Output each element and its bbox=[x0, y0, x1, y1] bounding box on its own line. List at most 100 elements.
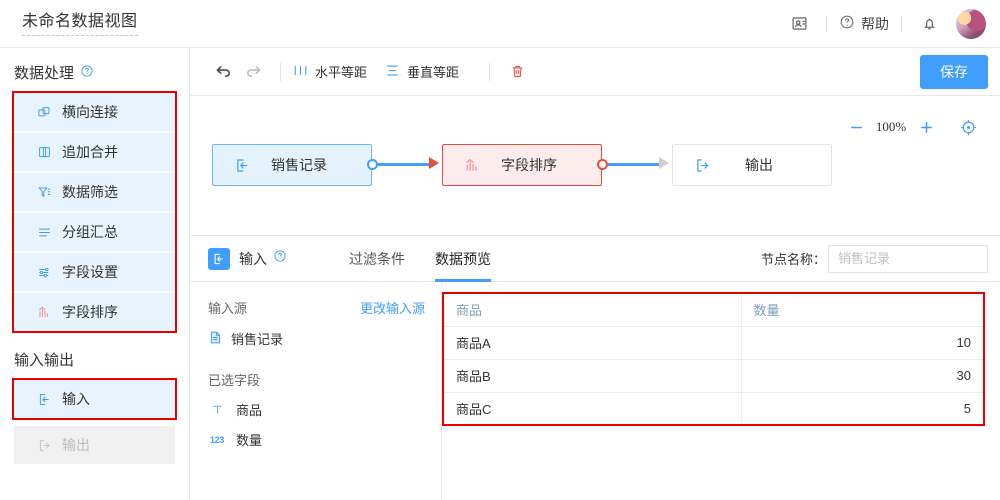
node-detail-panel: 输入 过滤条件 数据预览 节点名称： 输入源 更改输入 bbox=[190, 236, 1000, 500]
table-cell-product: 商品B bbox=[443, 359, 742, 393]
vertical-distribute-button[interactable]: 垂直等距 bbox=[385, 62, 459, 81]
panel-header: 输入 过滤条件 数据预览 节点名称： bbox=[190, 236, 1000, 282]
table-cell-quantity: 30 bbox=[741, 359, 984, 393]
page-title[interactable]: 未命名数据视图 bbox=[22, 12, 138, 36]
table-cell-quantity: 10 bbox=[741, 326, 984, 360]
input-source-item[interactable]: 销售记录 bbox=[208, 329, 425, 348]
field-settings-icon bbox=[36, 264, 52, 280]
selected-field-item[interactable]: 123 数量 bbox=[208, 430, 425, 449]
node-output-port-2[interactable] bbox=[597, 159, 608, 170]
left-sidebar: 数据处理 横向连接 bbox=[0, 48, 190, 500]
flow-node-label: 字段排序 bbox=[501, 157, 557, 173]
sidebar-section-title-label: 数据处理 bbox=[14, 65, 75, 82]
bell-icon[interactable] bbox=[914, 9, 944, 39]
import-icon bbox=[208, 247, 230, 270]
vertical-distribute-label: 垂直等距 bbox=[407, 65, 460, 80]
change-input-source-link[interactable]: 更改输入源 bbox=[359, 301, 425, 316]
node-output-port-1[interactable] bbox=[367, 159, 378, 170]
selected-fields-label: 已选字段 bbox=[208, 373, 261, 388]
file-icon bbox=[208, 330, 223, 348]
sidebar-section-data-processing: 数据处理 bbox=[0, 62, 189, 83]
app-header: 未命名数据视图 帮助 bbox=[0, 0, 1000, 48]
sidebar-item-label: 字段排序 bbox=[62, 304, 118, 320]
sidebar-item-data-filter[interactable]: 数据筛选 bbox=[14, 173, 175, 211]
flow-node-field-sort[interactable]: 字段排序 bbox=[442, 144, 602, 186]
question-circle-icon[interactable] bbox=[273, 249, 287, 268]
zoom-in-button[interactable] bbox=[913, 114, 939, 140]
export-icon bbox=[36, 437, 52, 453]
panel-title: 输入 bbox=[239, 250, 267, 267]
horizontal-distribute-button[interactable]: 水平等距 bbox=[293, 62, 367, 81]
flow-arrow-1 bbox=[429, 157, 439, 169]
vertical-distribute-icon bbox=[385, 63, 400, 81]
sidebar-item-label: 追加合并 bbox=[62, 144, 118, 160]
selected-field-item[interactable]: 商品 bbox=[208, 400, 425, 419]
avatar[interactable] bbox=[956, 8, 986, 39]
help-button[interactable]: 帮助 bbox=[839, 14, 889, 34]
sidebar-item-output: 输出 bbox=[14, 426, 175, 464]
append-merge-icon bbox=[36, 144, 52, 160]
header-divider-2 bbox=[901, 15, 902, 32]
table-header-cell[interactable]: 数量 bbox=[741, 293, 984, 327]
node-name-input[interactable] bbox=[828, 244, 988, 273]
toolbar-divider-1 bbox=[280, 62, 281, 81]
sidebar-group-input: 输入 bbox=[12, 378, 177, 420]
horizontal-join-icon bbox=[36, 104, 52, 120]
data-preview-table: 商品 数量 商品A 10 商品B 30 bbox=[442, 292, 985, 426]
flow-link-1 bbox=[378, 163, 430, 166]
sidebar-item-input[interactable]: 输入 bbox=[14, 380, 175, 418]
flow-node-output[interactable]: 输出 bbox=[672, 144, 832, 186]
input-source-row: 输入源 更改输入源 bbox=[208, 298, 425, 317]
panel-tabs: 过滤条件 数据预览 bbox=[349, 236, 491, 282]
tab-data-preview[interactable]: 数据预览 bbox=[435, 236, 491, 282]
text-type-icon bbox=[208, 403, 226, 416]
table-row[interactable]: 商品B 30 bbox=[443, 359, 984, 393]
flow-node-label: 销售记录 bbox=[271, 157, 327, 173]
table-header-cell[interactable]: 商品 bbox=[443, 293, 742, 327]
canvas-toolbar: 水平等距 垂直等距 保存 bbox=[190, 48, 1000, 96]
sidebar-group-output: 输出 bbox=[14, 426, 175, 464]
sidebar-item-label: 字段设置 bbox=[62, 264, 118, 280]
sidebar-item-label: 横向连接 bbox=[62, 104, 118, 120]
horizontal-distribute-label: 水平等距 bbox=[315, 65, 368, 80]
sidebar-item-label: 数据筛选 bbox=[62, 184, 118, 200]
input-source-name: 销售记录 bbox=[231, 332, 284, 347]
table-row[interactable]: 商品A 10 bbox=[443, 326, 984, 360]
table-cell-product: 商品A bbox=[443, 326, 742, 360]
flow-node-label: 输出 bbox=[745, 157, 773, 173]
sidebar-item-group-summary[interactable]: 分组汇总 bbox=[14, 213, 175, 251]
sidebar-item-horizontal-join[interactable]: 横向连接 bbox=[14, 93, 175, 131]
field-sort-icon bbox=[461, 157, 483, 174]
save-button[interactable]: 保存 bbox=[920, 54, 988, 89]
contact-card-icon[interactable] bbox=[784, 9, 814, 39]
panel-body: 输入源 更改输入源 销售记录 已选字段 bbox=[190, 282, 1000, 500]
help-label: 帮助 bbox=[861, 15, 889, 32]
flow-node-sales-record[interactable]: 销售记录 bbox=[212, 144, 372, 186]
sidebar-item-field-settings[interactable]: 字段设置 bbox=[14, 253, 175, 291]
input-source-label: 输入源 bbox=[208, 301, 248, 316]
flow-canvas[interactable]: 100% 销售记录 bbox=[190, 96, 1000, 236]
question-circle-icon[interactable] bbox=[80, 64, 94, 82]
header-actions: 帮助 bbox=[784, 8, 986, 39]
fit-to-screen-icon[interactable] bbox=[959, 118, 978, 137]
zoom-out-button[interactable] bbox=[843, 114, 869, 140]
node-name-field-group: 节点名称： bbox=[761, 244, 988, 273]
table-cell-quantity: 5 bbox=[741, 392, 984, 425]
export-icon bbox=[691, 157, 713, 174]
number-type-icon: 123 bbox=[209, 434, 225, 445]
toolbar-divider-2 bbox=[489, 62, 491, 81]
sidebar-item-label: 输入 bbox=[62, 391, 90, 407]
sidebar-item-append-merge[interactable]: 追加合并 bbox=[14, 133, 175, 171]
sidebar-group-data-processing: 横向连接 追加合并 数据筛选 bbox=[12, 91, 177, 333]
tab-filter-condition[interactable]: 过滤条件 bbox=[349, 250, 405, 267]
redo-arrow-icon[interactable] bbox=[238, 57, 268, 87]
zoom-level-value: 100% bbox=[875, 119, 907, 134]
sidebar-item-label: 分组汇总 bbox=[62, 224, 118, 240]
table-row[interactable]: 商品C 5 bbox=[443, 392, 984, 425]
undo-arrow-icon[interactable] bbox=[208, 57, 238, 87]
sidebar-item-field-sort[interactable]: 字段排序 bbox=[14, 293, 175, 331]
trash-icon[interactable] bbox=[502, 57, 532, 87]
flow-arrow-2 bbox=[659, 157, 669, 169]
sidebar-section-input-output: 输入输出 bbox=[14, 352, 75, 369]
